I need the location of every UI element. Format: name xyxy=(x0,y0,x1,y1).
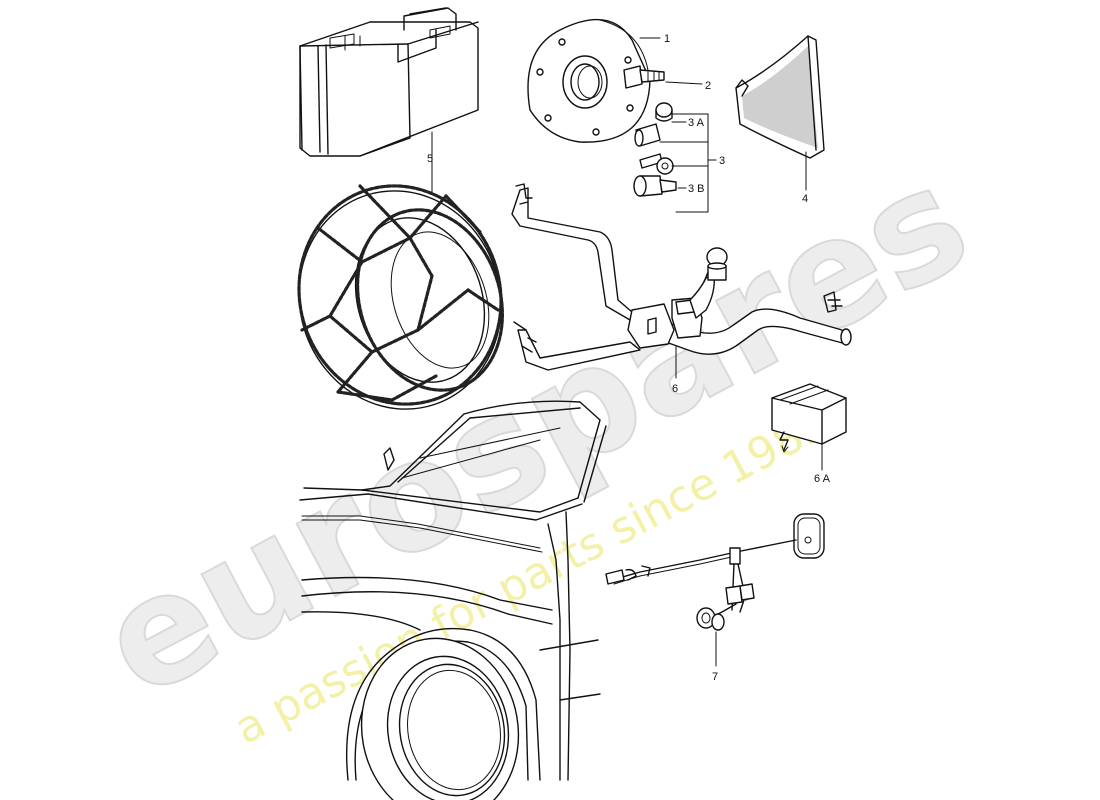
tool-case-part-5 xyxy=(299,7,479,157)
mud-flap-part-4 xyxy=(735,35,825,159)
callout-3b: 3 B xyxy=(688,183,705,195)
callout-1: 1 xyxy=(664,33,670,45)
wiring-kit-box-part-6a xyxy=(771,383,847,445)
callout-4: 4 xyxy=(802,193,808,205)
callout-5: 5 xyxy=(427,153,433,165)
callout-6a: 6 A xyxy=(814,473,831,485)
callout-3: 3 xyxy=(719,155,725,167)
callout-7: 7 xyxy=(712,671,718,683)
tow-hitch-part-6 xyxy=(511,183,852,371)
snow-chain xyxy=(297,184,504,410)
callout-2: 2 xyxy=(705,80,711,92)
lock-set-part-3 xyxy=(633,102,677,197)
bolt-part-2 xyxy=(623,65,665,89)
electrical-symbol-icon xyxy=(779,431,789,451)
vehicle-outline xyxy=(299,400,607,800)
mirror-part-7 xyxy=(605,513,825,631)
callout-3a: 3 A xyxy=(688,117,705,129)
wheel-flange-part-1 xyxy=(527,18,651,143)
callout-6: 6 xyxy=(672,383,678,395)
